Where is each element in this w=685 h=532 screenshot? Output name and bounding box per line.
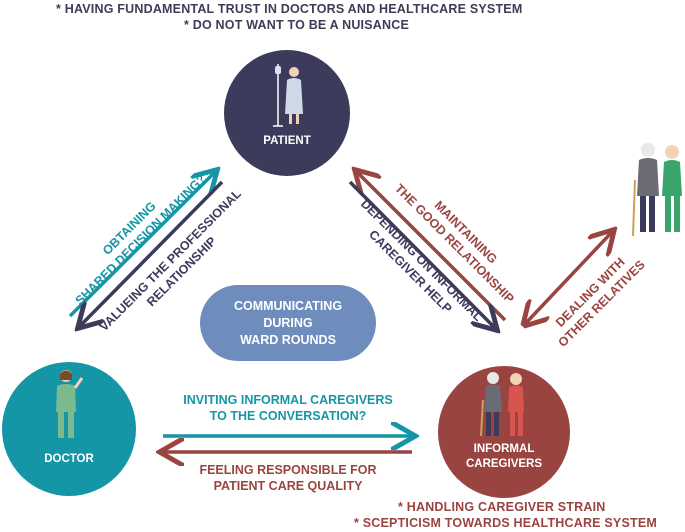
patient-note-trust: * HAVING FUNDAMENTAL TRUST IN DOCTORS AN… xyxy=(56,2,523,16)
center-line2: DURING xyxy=(263,315,313,330)
arrow-patient-to-caregivers xyxy=(348,180,495,328)
doctor-node: DOCTOR xyxy=(2,362,136,496)
doctor-label: DOCTOR xyxy=(44,453,94,465)
center-topic-pill: COMMUNICATING DURING WARD ROUNDS xyxy=(200,285,376,361)
label-inviting-line2: TO THE CONVERSATION? xyxy=(209,409,367,423)
patient-node: PATIENT xyxy=(224,50,350,176)
label-inviting-line1: INVITING INFORMAL CAREGIVERS xyxy=(183,393,393,407)
patient-label: PATIENT xyxy=(263,135,311,147)
label-feeling-line2: PATIENT CARE QUALITY xyxy=(213,479,363,493)
informal-caregivers-label-line2: CAREGIVERS xyxy=(465,458,543,470)
arrow-caregivers-relatives xyxy=(525,232,612,324)
caregiver-note-strain: * HANDLING CAREGIVER STRAIN xyxy=(398,500,606,514)
center-line1: COMMUNICATING xyxy=(233,298,343,313)
label-feeling-responsible: FEELING RESPONSIBLE FOR PATIENT CARE QUA… xyxy=(168,462,408,494)
label-feeling-line1: FEELING RESPONSIBLE FOR xyxy=(199,463,377,477)
other-relatives-illustration xyxy=(632,143,682,237)
informal-caregivers-node: INFORMAL CAREGIVERS xyxy=(438,366,570,498)
arrow-caregivers-to-patient xyxy=(357,172,507,322)
caregiver-note-scepticism: * SCEPTICISM TOWARDS HEALTHCARE SYSTEM xyxy=(354,516,657,530)
arrow-doctor-to-patient xyxy=(68,172,215,318)
arrow-patient-to-doctor xyxy=(80,180,224,326)
patient-iv-figure-icon xyxy=(273,64,303,127)
caregiver-and-elder-icon xyxy=(480,372,524,437)
patient-note-nuisance: * DO NOT WANT TO BE A NUISANCE xyxy=(184,18,409,32)
label-inviting: INVITING INFORMAL CAREGIVERS TO THE CONV… xyxy=(168,392,408,424)
center-line3: WARD ROUNDS xyxy=(240,332,336,347)
doctor-figure-icon xyxy=(56,370,84,438)
informal-caregivers-label-line1: INFORMAL xyxy=(473,443,535,455)
